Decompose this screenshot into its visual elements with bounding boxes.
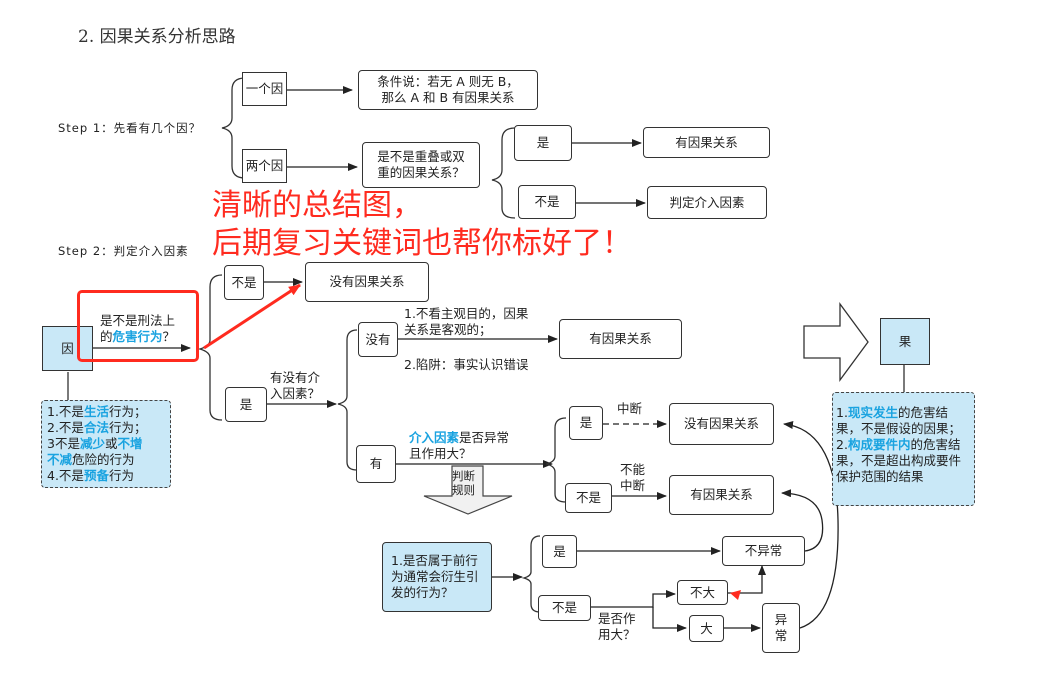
node-not-abnormal: 不异常 (722, 536, 805, 566)
node-one-cause: 一个因 (242, 72, 287, 106)
overlap-question-l2: 重的因果关系？ (377, 165, 465, 180)
curve-abnormal-to-nocausal (783, 421, 839, 629)
abnormal-q-post: 是否异常 (459, 430, 510, 445)
brace-intervening (337, 329, 358, 471)
brace-rules (521, 535, 541, 613)
effect-q-l1: 是否作 (598, 611, 636, 626)
node-abn-yes: 是 (569, 406, 603, 440)
effect-note-l2: 果，不是假设的因果； (836, 421, 962, 436)
harm-question-l1: 是不是刑法上 (100, 313, 176, 328)
cause-note-4: 4.不是预备行为 (47, 468, 134, 483)
brace-harm (197, 274, 223, 421)
step2-label: Step 2：判定介入因素 (58, 244, 189, 258)
condition-theory-l2: 那么 A 和 B 有因果关系 (381, 90, 515, 105)
brace-abnormal (545, 417, 567, 503)
node-step1-no: 不是 (518, 185, 576, 219)
node-is-harm: 是 (225, 387, 267, 422)
step1-label: Step 1：先看有几个因？ (58, 121, 202, 135)
node-no-causality-3: 没有因果关系 (669, 403, 774, 445)
node-not-large: 不大 (677, 580, 728, 605)
brace-overlap (491, 127, 516, 219)
effect-note-l5: 保护范围的结果 (836, 469, 924, 484)
rule-q-l1: 1.是否属于前行 (391, 553, 478, 568)
hollow-arrow-to-effect (803, 302, 869, 382)
node-large: 大 (689, 615, 724, 642)
rule-q-l2: 为通常会衍生引 (391, 569, 479, 584)
harm-q-pre: 的 (100, 329, 113, 344)
node-rule-question: 1.是否属于前行 为通常会衍生引 发的行为？ (382, 542, 492, 612)
node-step1-yes: 是 (514, 125, 572, 161)
none-note-l1: 1.不看主观目的，因果 (404, 306, 529, 321)
node-none: 没有 (358, 322, 398, 357)
abn-no-label-l1: 不能 (620, 462, 646, 477)
node-rule-no: 不是 (538, 595, 591, 621)
rule-q-l3: 发的行为？ (391, 585, 454, 600)
page-title: 2. 因果关系分析思路 (78, 27, 236, 47)
node-rule-yes: 是 (542, 535, 577, 568)
node-step1-yes-result: 有因果关系 (643, 127, 770, 158)
abnormal-q-l2: 且作用大？ (409, 446, 472, 461)
arrow-notlarge-notabnormal (728, 565, 766, 594)
node-abnormal: 异 常 (762, 603, 800, 653)
effect-note-l3: 2.构成要件内的危害结 (836, 437, 961, 452)
intervening-q-l1: 有没有介 (270, 370, 321, 385)
node-cause: 因 (42, 326, 93, 371)
node-abn-no: 不是 (565, 483, 612, 513)
condition-theory-l1: 条件说：若无 A 则无 B， (377, 74, 519, 89)
hollow-arrow-rules (423, 465, 513, 515)
annotation-line1: 清晰的总结图， (212, 188, 422, 223)
red-highlight-arrow (203, 283, 301, 350)
cause-note-3b: 不减危险的行为 (47, 452, 135, 467)
none-note-l3: 2.陷阱：事实认识错误 (404, 357, 529, 372)
abnormal-q-keyword: 介入因素 (409, 430, 460, 445)
cause-note-2: 2.不是合法行为； (47, 420, 147, 435)
harm-q-keyword: 危害行为 (112, 329, 163, 344)
node-effect: 果 (880, 318, 930, 365)
node-overlap-question: 是不是重叠或双 重的因果关系？ (362, 142, 480, 188)
node-causality-4: 有因果关系 (669, 475, 774, 515)
abnormal-l2: 常 (774, 628, 788, 643)
rule-arrow-label: 判断规则 (452, 469, 475, 497)
abnormal-q-l1: 介入因素是否异常 (409, 430, 509, 446)
abn-no-label-l2: 中断 (620, 478, 646, 493)
brace-step1 (221, 77, 246, 179)
harm-q-post: ？ (162, 329, 176, 344)
node-two-causes: 两个因 (242, 149, 287, 183)
line-rule-no-large (652, 607, 687, 632)
harm-question-l2: 的危害行为？ (100, 329, 175, 345)
node-has: 有 (356, 445, 396, 483)
cause-note-1: 1.不是生活行为； (47, 404, 147, 419)
abnormal-l1: 异 (774, 612, 788, 627)
node-not-harm: 不是 (224, 265, 264, 300)
red-highlight-frame (77, 290, 199, 362)
intervening-q-l2: 入因素？ (270, 386, 321, 401)
curve-notabnormal-to-causal (781, 489, 824, 552)
node-causality-2: 有因果关系 (559, 319, 682, 359)
none-note-l2: 关系是客观的； (404, 322, 492, 337)
node-condition-theory: 条件说：若无 A 则无 B， 那么 A 和 B 有因果关系 (358, 70, 538, 110)
node-no-causality-1: 没有因果关系 (305, 262, 429, 302)
cause-notes: 1.不是生活行为； 2.不是合法行为； 3不是减少或不增 不减危险的行为 4.不… (41, 400, 171, 488)
abn-yes-label: 中断 (617, 401, 643, 416)
effect-notes: 1.现实发生的危害结 果，不是假设的因果； 2.构成要件内的危害结 果，不是超出… (832, 392, 975, 506)
effect-q-l2: 用大？ (598, 627, 636, 642)
node-step1-no-result: 判定介入因素 (647, 186, 767, 219)
overlap-question-l1: 是不是重叠或双 (377, 149, 465, 164)
line-rule-no (591, 590, 676, 608)
cause-note-3: 3不是减少或不增 (47, 436, 143, 451)
effect-note-l1: 1.现实发生的危害结 (836, 405, 948, 420)
annotation-line2: 后期复习关键词也帮你标好了！ (212, 226, 632, 261)
red-pointer (730, 590, 741, 600)
effect-note-l4: 果，不是超出构成要件 (836, 453, 962, 468)
